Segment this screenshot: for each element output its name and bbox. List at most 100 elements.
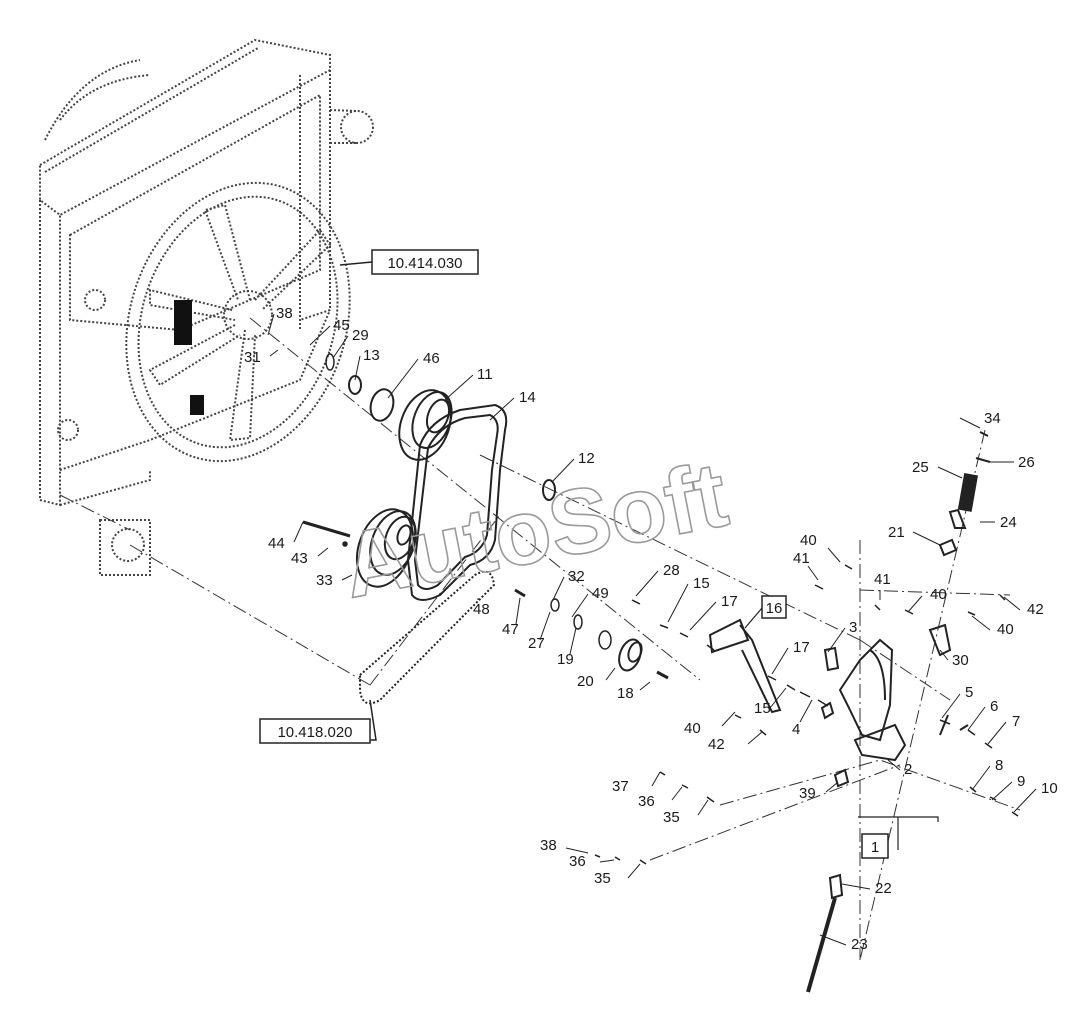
callout-number: 42 <box>708 736 725 753</box>
callout-part-40: 40 <box>800 532 841 563</box>
callout-leader <box>639 681 651 691</box>
callout-leader <box>341 574 353 581</box>
callout-number: 29 <box>352 327 369 344</box>
callout-leader <box>571 593 589 618</box>
callout-leader <box>671 786 683 801</box>
callout-number: 27 <box>528 635 545 652</box>
callout-number: 35 <box>663 809 680 826</box>
callout-part-32: 32 <box>552 568 585 601</box>
callout-part-40: 40 <box>907 586 947 613</box>
callout-leader <box>689 601 717 631</box>
rod-spring-assembly <box>806 431 991 993</box>
ref-label-belt-drive: 10.418.020 <box>277 724 352 741</box>
callout-leader <box>959 417 981 429</box>
callout-leader <box>971 615 991 631</box>
callout-part-34: 34 <box>959 410 1001 429</box>
callout-leader <box>987 721 1007 745</box>
callout-part-27: 27 <box>528 611 551 652</box>
lower-belt <box>359 570 496 705</box>
callout-part-22: 22 <box>841 880 892 897</box>
callout-part-13: 13 <box>354 347 380 381</box>
svg-text:16: 16 <box>766 600 783 617</box>
callout-part-23: 23 <box>819 934 868 953</box>
callout-part-40: 40 <box>971 615 1014 638</box>
callout-part-49: 49 <box>571 585 609 618</box>
callout-leader <box>841 883 871 890</box>
callout-part-35: 35 <box>594 863 641 887</box>
pulley-11 <box>398 389 453 461</box>
ref-label-fan-assembly: 10.414.030 <box>387 255 462 272</box>
callout-leader <box>444 374 474 401</box>
callout-part-31: 31 <box>244 349 279 366</box>
callout-leader <box>635 570 659 597</box>
callout-part-4: 4 <box>792 699 813 738</box>
callout-part-43: 43 <box>291 547 329 567</box>
callout-part-11: 11 <box>444 366 493 401</box>
callout-number: 4 <box>792 721 800 738</box>
callout-part-26: 26 <box>990 454 1035 471</box>
washer-29 <box>325 353 335 371</box>
callout-part-17: 17 <box>689 593 738 631</box>
callout-leader <box>354 355 361 381</box>
callout-number: 36 <box>638 793 655 810</box>
callout-leader <box>267 313 275 336</box>
callout-part-42: 42 <box>1003 596 1044 618</box>
callout-number: 47 <box>502 621 519 638</box>
callout-number: 13 <box>363 347 380 364</box>
callout-number: 28 <box>663 562 680 579</box>
callout-number: 35 <box>594 870 611 887</box>
callout-number: 41 <box>793 550 810 567</box>
callout-part-48: 48 <box>473 598 490 618</box>
callout-leader <box>907 595 923 613</box>
callout-number: 3 <box>849 619 857 636</box>
callout-number: 49 <box>592 585 609 602</box>
callout-leader <box>293 521 304 543</box>
tensioner-assembly <box>708 618 969 788</box>
callout-part-15: 15 <box>667 575 710 623</box>
callout-leader <box>565 847 589 854</box>
callout-number: 21 <box>888 524 905 541</box>
callout-number: 36 <box>569 853 586 870</box>
callout-number: 45 <box>333 317 350 334</box>
callout-leader <box>941 693 961 719</box>
callout-part-42: 42 <box>708 731 763 753</box>
callout-part-36: 36 <box>638 786 683 810</box>
callout-number: 30 <box>952 652 969 669</box>
callout-leader <box>605 667 616 681</box>
callout-leader <box>489 397 515 421</box>
callout-number: 17 <box>721 593 738 610</box>
bearing-13 <box>348 375 362 395</box>
callout-leader <box>937 466 963 479</box>
callout-part-17: 17 <box>771 639 810 675</box>
callout-number: 40 <box>930 586 947 603</box>
callout-part-10: 10 <box>1013 780 1058 813</box>
callout-part-37: 37 <box>612 771 661 795</box>
callout-leader <box>1013 788 1037 813</box>
callout-part-39: 39 <box>799 781 839 802</box>
callout-part-44: 44 <box>268 521 304 552</box>
callout-number: 37 <box>612 778 629 795</box>
callout-part-12: 12 <box>551 450 595 483</box>
callout-part-40: 40 <box>684 711 736 737</box>
callout-leader <box>819 934 847 946</box>
callout-leader <box>747 731 763 745</box>
callout-part-29: 29 <box>332 327 369 359</box>
radiator-core-block <box>190 395 204 415</box>
callout-leader <box>599 859 615 863</box>
boxed-label-16: 16 <box>744 595 787 629</box>
callout-part-19: 19 <box>557 627 577 668</box>
callout-part-7: 7 <box>987 713 1020 745</box>
callout-leader <box>309 325 331 346</box>
callout-part-6: 6 <box>967 698 998 731</box>
ref-box-fan-assembly[interactable]: 10.414.030 <box>339 249 479 275</box>
callout-number: 11 <box>477 366 493 383</box>
callout-part-15: 15 <box>754 687 787 717</box>
callout-number: 48 <box>473 601 490 618</box>
callout-number: 40 <box>684 720 701 737</box>
ref-box-belt-drive[interactable]: 10.418.020 <box>259 699 377 744</box>
callout-leader <box>912 531 941 546</box>
callout-number: 38 <box>276 305 293 322</box>
callout-number: 15 <box>693 575 710 592</box>
